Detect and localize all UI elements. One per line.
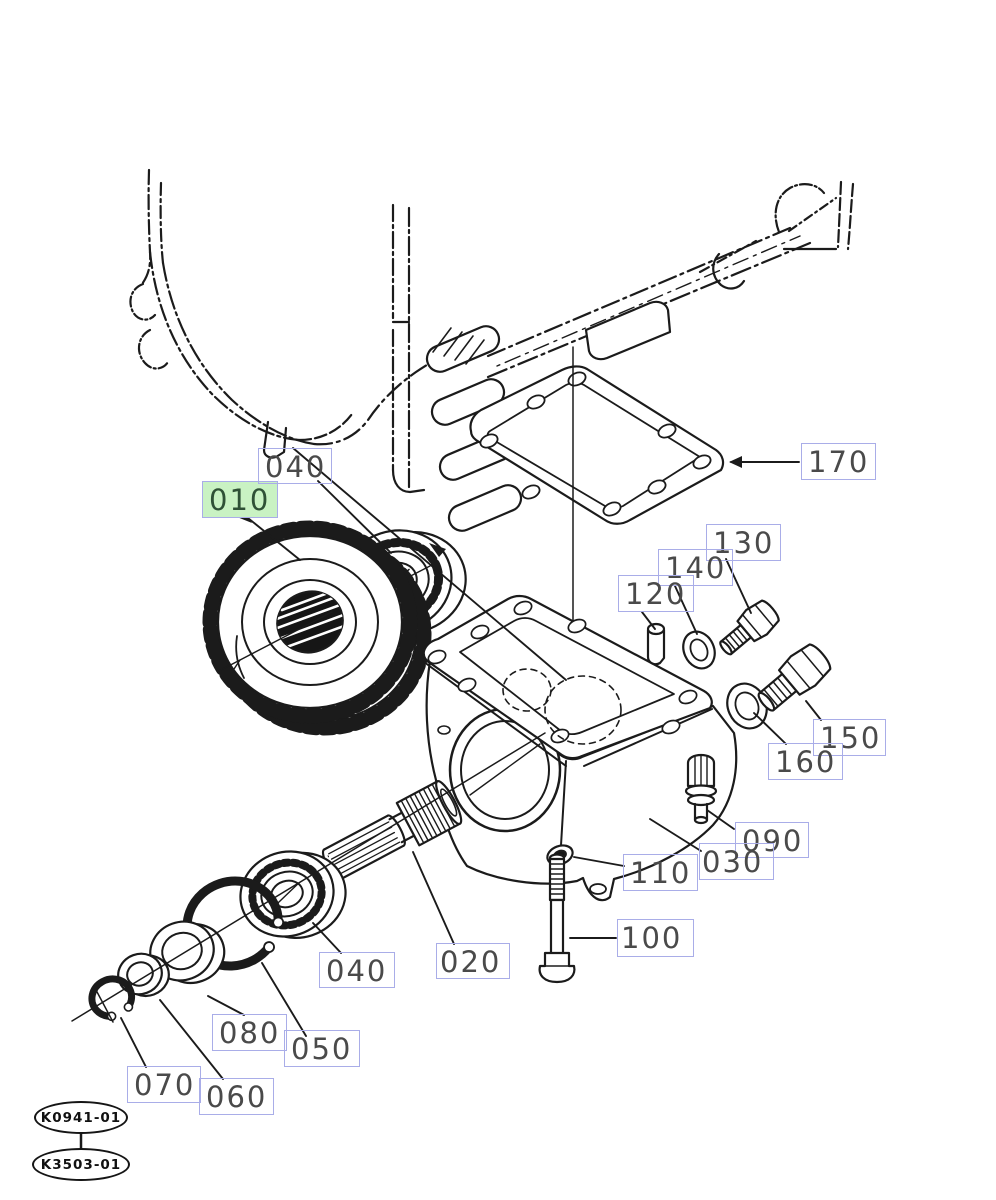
part-callout-150[interactable]: 150 <box>813 719 886 756</box>
pin-120-drawing <box>646 622 666 666</box>
part-callout-170[interactable]: 170 <box>801 443 876 480</box>
part-callout-010[interactable]: 010 <box>202 481 278 518</box>
part-callout-160[interactable]: 160 <box>768 743 843 780</box>
part-callout-090[interactable]: 090 <box>735 822 809 858</box>
washer-140-drawing <box>682 630 716 670</box>
part-callout-080[interactable]: 080 <box>212 1014 287 1051</box>
part-callout-020[interactable]: 020 <box>436 943 510 979</box>
bolt-130-drawing <box>719 599 780 656</box>
part-callout-040-bottom[interactable]: 040 <box>319 952 395 988</box>
bearing-040-bottom-drawing <box>239 850 347 939</box>
part-callout-140[interactable]: 140 <box>658 549 733 586</box>
ref-code-bubble-1: K0941-01 <box>34 1101 128 1134</box>
snap-ring-050-drawing <box>182 876 285 971</box>
part-callout-130[interactable]: 130 <box>706 524 781 561</box>
washer-160-drawing <box>726 682 768 730</box>
part-callout-110[interactable]: 110 <box>623 854 698 891</box>
housing-030-drawing <box>422 594 738 902</box>
part-callout-050[interactable]: 050 <box>284 1030 360 1067</box>
part-callout-060[interactable]: 060 <box>199 1078 274 1115</box>
bolt-090-drawing <box>684 753 718 825</box>
snap-ring-070-drawing <box>88 975 136 1022</box>
axis-lines <box>71 732 546 1023</box>
ref-code-bubble-2: K3503-01 <box>32 1148 130 1181</box>
plug-150-drawing <box>757 643 832 712</box>
mounting-rail <box>486 180 855 379</box>
gear-010-drawing <box>202 520 432 736</box>
part-callout-100[interactable]: 100 <box>617 919 694 957</box>
bolt-100-drawing <box>538 853 576 984</box>
part-callout-120[interactable]: 120 <box>618 575 694 612</box>
part-callout-070[interactable]: 070 <box>127 1066 201 1103</box>
part-callout-030[interactable]: 030 <box>699 843 774 880</box>
leader-lines <box>120 447 822 1080</box>
part-callout-040-top[interactable]: 040 <box>258 448 332 484</box>
